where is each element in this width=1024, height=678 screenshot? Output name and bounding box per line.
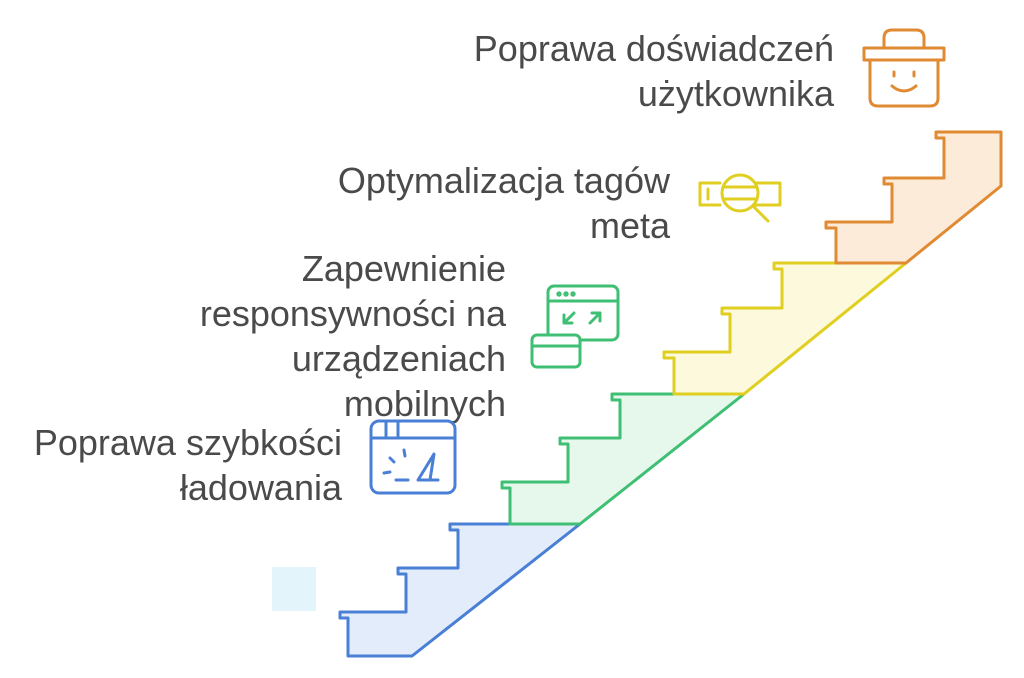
- step-4-line-2: użytkownika: [637, 73, 834, 114]
- step-1-line-2: ładowania: [179, 467, 342, 508]
- step-label-4: Poprawa doświadczeń użytkownika: [474, 26, 834, 116]
- step-4-line-1: Poprawa doświadczeń: [473, 28, 834, 69]
- decorative-square: [272, 567, 316, 611]
- responsive-windows-icon: [530, 284, 620, 369]
- speedometer-browser-icon: [369, 419, 457, 495]
- step-3-line-2: meta: [589, 205, 670, 246]
- step-2-line-2: responsywności na: [199, 293, 506, 334]
- step-2-line-3: urządzeniach: [291, 338, 506, 379]
- tag-magnifier-icon: [698, 173, 782, 223]
- stair-segment-1: [338, 522, 582, 658]
- step-label-1: Poprawa szybkości ładowania: [34, 420, 342, 510]
- stair-segment-4: [824, 130, 1003, 265]
- step-2-line-4: mobilnych: [343, 383, 506, 424]
- stair-segment-2: [500, 392, 746, 526]
- step-1-line-1: Poprawa szybkości: [33, 422, 342, 463]
- smiling-basket-icon: [862, 28, 946, 108]
- step-2-line-1: Zapewnienie: [301, 248, 506, 289]
- step-label-2: Zapewnienie responsywności na urządzenia…: [200, 246, 506, 426]
- step-3-line-1: Optymalizacja tagów: [337, 160, 670, 201]
- step-label-3: Optymalizacja tagów meta: [338, 158, 670, 248]
- stair-segment-3: [662, 261, 908, 396]
